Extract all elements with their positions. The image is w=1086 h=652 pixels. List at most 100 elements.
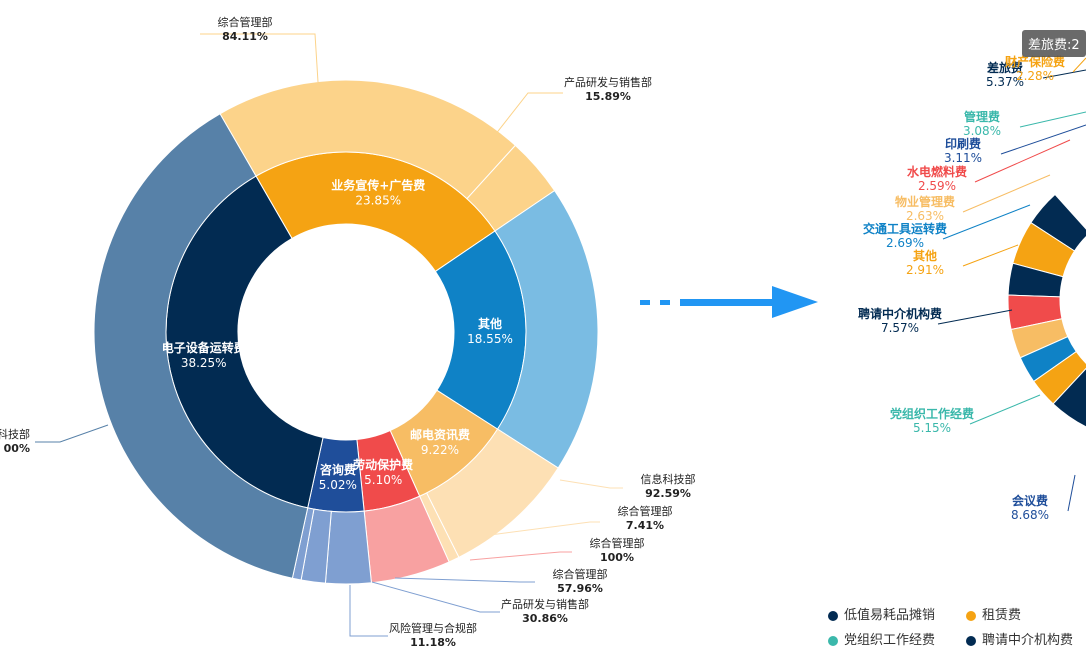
inner-slice-label: 其他	[478, 316, 502, 331]
inner-slice-percent: 5.02%	[319, 478, 357, 492]
right-slice-percent: 8.68%	[1011, 508, 1049, 522]
outer-leader-line	[35, 424, 109, 443]
right-slice-label: 印刷费	[945, 136, 981, 151]
outer-slice-label: 科技部	[0, 427, 30, 441]
inner-slice-percent: 5.10%	[364, 473, 402, 487]
outer-leader-line	[469, 551, 572, 561]
legend-marker	[828, 635, 838, 646]
outer-leader-line	[371, 581, 500, 613]
inner-slice-label: 电子设备运转费	[162, 340, 246, 355]
right-slice-label: 管理费	[964, 109, 1000, 124]
right-leader-line	[1000, 124, 1086, 155]
outer-slice-percent: 84.11%	[222, 30, 268, 43]
outer-leader-line	[494, 92, 563, 136]
right-leader-line	[1067, 474, 1076, 512]
legend-item[interactable]: 租赁费	[966, 604, 1021, 623]
chart-tooltip: 差旅费:2	[1022, 30, 1086, 57]
arrow-shaft	[680, 299, 775, 306]
right-donut-slice	[1019, 335, 1077, 383]
right-slice-label: 财产保险费	[1004, 54, 1065, 69]
right-slice-label: 交通工具运转费	[863, 221, 947, 236]
outer-slice-percent: 15.89%	[585, 90, 631, 103]
donut-outer-slice	[324, 510, 372, 585]
right-slice-percent: 5.15%	[913, 421, 951, 435]
legend-label: 党组织工作经费	[844, 633, 936, 648]
right-leader-line	[969, 394, 1041, 425]
right-slice-label: 会议费	[1012, 493, 1048, 508]
inner-slice-percent: 18.55%	[467, 332, 513, 346]
outer-slice-label: 信息科技部	[641, 472, 696, 486]
inner-slice-label: 咨询费	[320, 462, 356, 477]
right-leader-line	[937, 309, 1013, 325]
outer-leader-line	[394, 577, 535, 583]
right-slice-percent: 3.11%	[944, 151, 982, 165]
right-slice-percent: 5.37%	[986, 75, 1024, 89]
legend-item[interactable]: 低值易耗品摊销	[828, 604, 935, 623]
outer-slice-percent: 92.59%	[645, 487, 691, 500]
legend-label: 租赁费	[982, 608, 1022, 623]
right-slice-label: 物业管理费	[895, 194, 955, 209]
outer-slice-label: 综合管理部	[618, 504, 673, 518]
right-slice-percent: 2.69%	[886, 236, 924, 250]
right-slice-label: 差旅费	[986, 60, 1023, 75]
right-slice-label: 水电燃料费	[907, 164, 967, 179]
legend-label: 低值易耗品摊销	[844, 608, 936, 623]
inner-slice-percent: 23.85%	[355, 194, 401, 208]
inner-slice-label: 邮电资讯费	[410, 427, 470, 442]
inner-slice-label: 劳动保护费	[353, 457, 413, 472]
legend-label: 聘请中介机构费	[982, 633, 1074, 648]
legend-marker	[966, 635, 976, 646]
right-donut-slice	[1010, 318, 1069, 359]
outer-slice-percent: 11.18%	[410, 636, 456, 649]
right-donut-slice	[1032, 350, 1086, 405]
outer-slice-percent: 57.96%	[557, 582, 603, 595]
outer-slice-label: 产品研发与销售部	[501, 597, 589, 611]
right-donut-slice	[1052, 367, 1086, 428]
right-leader-line	[1019, 111, 1086, 128]
outer-slice-label: 综合管理部	[553, 567, 608, 581]
outer-slice-label: 综合管理部	[590, 536, 645, 550]
right-slice-label: 其他	[913, 248, 937, 263]
right-slice-percent: 2.28%	[1016, 69, 1054, 83]
right-slice-percent: 2.59%	[918, 179, 956, 193]
outer-leader-line	[559, 479, 623, 489]
right-leader-line	[942, 204, 1031, 240]
right-slice-label: 聘请中介机构费	[858, 306, 942, 321]
arrow-head	[772, 286, 818, 318]
outer-leader-line	[489, 521, 600, 536]
inner-slice-percent: 38.25%	[181, 356, 227, 370]
donut-outer-slice	[93, 113, 309, 579]
right-slice-percent: 2.91%	[906, 263, 944, 277]
right-donut-slice	[1007, 294, 1063, 331]
right-slice-label: 党组织工作经费	[890, 406, 974, 421]
right-leader-line	[974, 139, 1071, 183]
right-slice-percent: 3.08%	[963, 124, 1001, 138]
outer-leader-line	[349, 585, 388, 637]
outer-slice-label: 综合管理部	[218, 15, 273, 29]
legend-item[interactable]: 党组织工作经费	[828, 629, 935, 648]
right-donut-slice	[1007, 262, 1064, 298]
outer-slice-percent: 100%	[600, 551, 634, 564]
arrow-dash	[640, 300, 650, 305]
legend-marker	[966, 610, 976, 621]
outer-slice-percent: 7.41%	[626, 519, 664, 532]
right-donut-slice	[1012, 221, 1076, 278]
legend-marker	[828, 610, 838, 621]
outer-slice-percent: 30.86%	[522, 612, 568, 625]
right-slice-percent: 7.57%	[881, 321, 919, 335]
arrow-dash	[660, 300, 670, 305]
right-leader-line	[1042, 69, 1086, 79]
outer-slice-percent: 00%	[4, 442, 30, 455]
inner-slice-percent: 9.22%	[421, 443, 459, 457]
right-leader-line	[962, 244, 1019, 267]
right-leader-line	[962, 174, 1051, 213]
outer-slice-label: 风险管理与合规部	[389, 621, 477, 635]
legend-item[interactable]: 聘请中介机构费	[966, 629, 1073, 648]
right-donut-slice	[1030, 193, 1086, 252]
right-leader-line	[1072, 57, 1086, 73]
outer-slice-label: 产品研发与销售部	[564, 75, 652, 89]
inner-slice-label: 业务宣传+广告费	[331, 178, 425, 193]
outer-leader-line	[200, 33, 319, 83]
right-slice-percent: 2.63%	[906, 209, 944, 223]
